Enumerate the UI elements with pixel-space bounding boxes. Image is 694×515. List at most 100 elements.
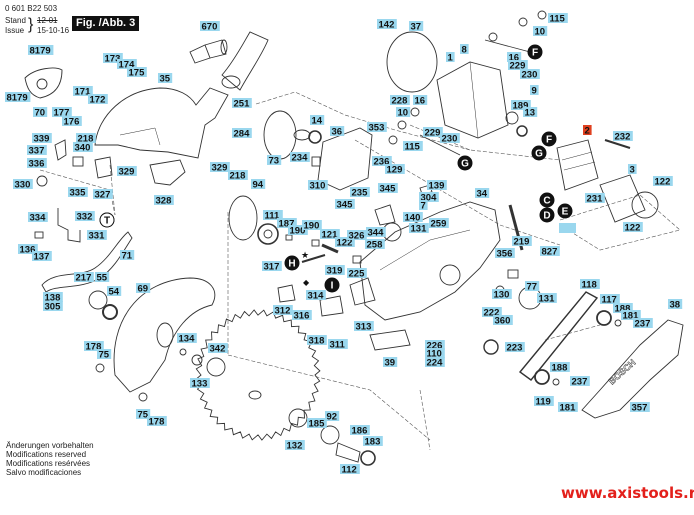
part-label-8[interactable]: 8	[460, 44, 469, 56]
part-label-230[interactable]: 230	[440, 133, 460, 145]
part-label-94[interactable]: 94	[251, 179, 266, 191]
part-label-71[interactable]: 71	[120, 250, 135, 262]
part-label-235[interactable]: 235	[350, 187, 370, 199]
part-label-36[interactable]: 36	[330, 126, 345, 138]
part-label-131[interactable]: 131	[409, 223, 429, 235]
part-label-8179[interactable]: 8179	[5, 92, 31, 104]
part-label-225[interactable]: 225	[347, 268, 367, 280]
part-label-218[interactable]: 218	[76, 133, 96, 145]
part-label-129[interactable]: 129	[385, 164, 405, 176]
part-label-138[interactable]: 138	[43, 292, 63, 304]
part-label-339[interactable]: 339	[32, 133, 52, 145]
part-label-187[interactable]: 187	[277, 218, 297, 230]
part-label-134[interactable]: 134	[177, 333, 197, 345]
part-label-130[interactable]: 130	[492, 289, 512, 301]
part-label-14[interactable]: 14	[310, 115, 325, 127]
part-label-337[interactable]: 337	[27, 145, 47, 157]
part-label-177[interactable]: 177	[52, 107, 72, 119]
part-label-190[interactable]: 190	[288, 225, 308, 237]
part-label-136[interactable]: 136	[18, 244, 38, 256]
part-label-258[interactable]: 258	[365, 239, 385, 251]
part-label-229[interactable]: 229	[508, 60, 528, 72]
part-label-327[interactable]: 327	[93, 189, 113, 201]
part-label-331[interactable]: 331	[87, 230, 107, 242]
part-label-8179[interactable]: 8179	[28, 45, 54, 57]
part-label-304[interactable]: 304	[419, 192, 439, 204]
part-label-34[interactable]: 34	[475, 188, 490, 200]
part-label-7[interactable]: 7	[419, 200, 428, 212]
part-label-70[interactable]: 70	[33, 107, 48, 119]
part-label-142[interactable]: 142	[377, 19, 397, 31]
part-label-313[interactable]: 313	[354, 321, 374, 333]
part-label-13[interactable]: 13	[523, 107, 538, 119]
part-label-178[interactable]: 178	[147, 416, 167, 428]
part-label-55[interactable]: 55	[95, 272, 110, 284]
part-label-73[interactable]: 73	[267, 155, 282, 167]
part-label-122[interactable]: 122	[653, 176, 673, 188]
part-label-345[interactable]: 345	[378, 183, 398, 195]
part-label-131[interactable]: 131	[537, 293, 557, 305]
part-label-226[interactable]: 226	[425, 340, 445, 352]
part-label-115[interactable]: 115	[403, 141, 423, 153]
part-label-314[interactable]: 314	[306, 290, 326, 302]
part-label-121[interactable]: 121	[320, 229, 340, 241]
part-label-140[interactable]: 140	[403, 212, 423, 224]
part-label-35[interactable]: 35	[158, 73, 173, 85]
part-label-122[interactable]: 122	[335, 237, 355, 249]
part-label-39[interactable]: 39	[383, 357, 398, 369]
part-label-117[interactable]: 117	[600, 294, 620, 306]
part-label-185[interactable]: 185	[307, 418, 327, 430]
part-label-222[interactable]: 222	[482, 307, 502, 319]
part-label-37[interactable]: 37	[409, 21, 424, 33]
part-label-171[interactable]: 171	[73, 86, 93, 98]
website-link[interactable]: www.axistools.ru	[561, 484, 694, 502]
part-label-827[interactable]: 827	[540, 246, 560, 258]
part-label-111[interactable]: 111	[263, 210, 283, 222]
part-label-318[interactable]: 318	[307, 335, 327, 347]
part-label-319[interactable]: 319	[325, 265, 345, 277]
part-label-224[interactable]: 224	[425, 357, 445, 369]
part-label-blank[interactable]	[559, 223, 576, 233]
part-label-188[interactable]: 188	[550, 362, 570, 374]
part-label-334[interactable]: 334	[28, 212, 48, 224]
part-label-38[interactable]: 38	[668, 299, 683, 311]
part-label-181[interactable]: 181	[621, 310, 641, 322]
part-label-75[interactable]: 75	[97, 349, 112, 361]
part-label-69[interactable]: 69	[136, 283, 151, 295]
part-label-336[interactable]: 336	[27, 158, 47, 170]
part-label-172[interactable]: 172	[88, 94, 108, 106]
part-label-332[interactable]: 332	[75, 211, 95, 223]
part-label-357[interactable]: 357	[630, 402, 650, 414]
part-label-16[interactable]: 16	[413, 95, 428, 107]
part-label-326[interactable]: 326	[347, 230, 367, 242]
part-label-340[interactable]: 340	[73, 142, 93, 154]
part-label-229[interactable]: 229	[423, 127, 443, 139]
part-label-328[interactable]: 328	[154, 195, 174, 207]
part-label-112[interactable]: 112	[340, 464, 360, 476]
part-label-1[interactable]: 1	[446, 52, 455, 64]
part-label-10[interactable]: 10	[533, 26, 548, 38]
part-label-344[interactable]: 344	[366, 227, 386, 239]
part-label-217[interactable]: 217	[74, 272, 94, 284]
part-label-183[interactable]: 183	[363, 436, 383, 448]
part-label-190[interactable]: 190	[302, 220, 322, 232]
part-label-353[interactable]: 353	[367, 122, 387, 134]
part-label-119[interactable]: 119	[534, 396, 554, 408]
part-label-330[interactable]: 330	[13, 179, 33, 191]
part-label-137[interactable]: 137	[32, 251, 52, 263]
part-label-223[interactable]: 223	[505, 342, 525, 354]
part-label-311[interactable]: 311	[328, 339, 348, 351]
part-label-312[interactable]: 312	[273, 305, 293, 317]
part-label-132[interactable]: 132	[285, 440, 305, 452]
part-label-115[interactable]: 115	[548, 13, 568, 25]
part-label-310[interactable]: 310	[308, 180, 328, 192]
part-label-92[interactable]: 92	[325, 411, 340, 423]
part-label-10[interactable]: 10	[396, 107, 411, 119]
part-label-251[interactable]: 251	[232, 98, 252, 110]
part-label-234[interactable]: 234	[290, 152, 310, 164]
part-label-9[interactable]: 9	[530, 85, 539, 97]
part-label-259[interactable]: 259	[429, 218, 449, 230]
part-label-186[interactable]: 186	[350, 425, 370, 437]
part-label-75[interactable]: 75	[136, 409, 151, 421]
part-label-118[interactable]: 118	[580, 279, 600, 291]
